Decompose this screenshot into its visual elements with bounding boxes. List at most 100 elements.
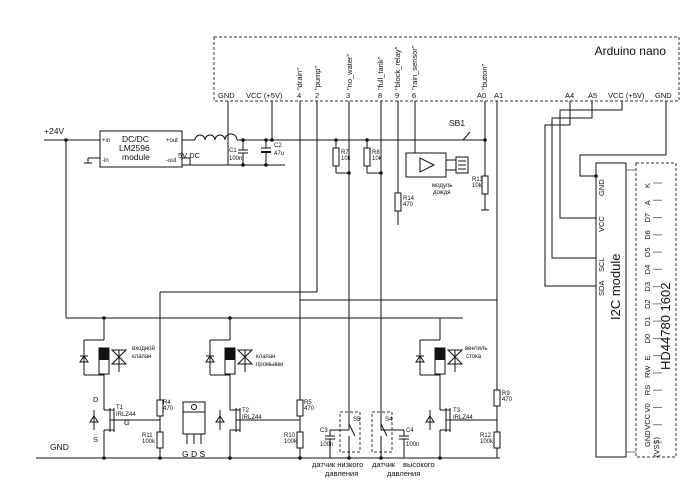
svg-text:47u: 47u <box>274 151 284 157</box>
transistor-t2: T2 IRLZ44 <box>215 395 300 458</box>
svg-text:IRLZ44: IRLZ44 <box>242 415 262 421</box>
pin-a1: A1 <box>494 91 503 100</box>
resistor-r8: R8 10k <box>363 147 383 167</box>
svg-text:100n: 100n <box>406 442 419 448</box>
svg-text:G D S: G D S <box>182 449 205 459</box>
lcd-pin-d6: D6 <box>643 230 652 240</box>
junction-dots <box>64 138 598 460</box>
label-no-water: "no_water" <box>345 53 354 90</box>
svg-text:5V DC: 5V DC <box>178 151 201 160</box>
svg-text:R5: R5 <box>304 400 312 406</box>
svg-text:SDA: SDA <box>597 281 606 296</box>
svg-text:module: module <box>122 152 150 162</box>
transistor-t1: D G S T1 IRLZ44 <box>89 395 160 458</box>
svg-text:T2: T2 <box>242 408 250 414</box>
pin-2: 2 <box>315 91 319 100</box>
svg-text:10k: 10k <box>341 156 352 162</box>
lcd-pin-d4: D4 <box>643 265 652 275</box>
svg-text:клапан: клапан <box>256 354 275 360</box>
svg-text:R9: R9 <box>502 391 510 397</box>
pin-9: 9 <box>395 91 399 100</box>
resistor-r11: R11 100k <box>142 433 156 445</box>
lcd-pin-d7: D7 <box>643 213 652 223</box>
svg-text:давления: давления <box>325 469 358 478</box>
svg-text:R7: R7 <box>341 150 349 156</box>
arduino-vcc-pin: VCC (+5V) <box>246 91 283 100</box>
lcd-pin-d2: D2 <box>643 299 652 309</box>
svg-text:датчик: датчик <box>372 460 396 469</box>
lcd-pin-d1: D1 <box>643 317 652 327</box>
i2c-module: I2C module GND VCC SCL SDA <box>595 162 627 458</box>
capacitor-c2: C2 47u <box>261 140 284 165</box>
svg-text:C2: C2 <box>274 143 282 149</box>
svg-text:100k: 100k <box>142 439 156 445</box>
svg-text:470: 470 <box>502 397 513 403</box>
label-drain: "drain" <box>295 68 304 90</box>
ground-label: GND <box>50 442 69 452</box>
button-sb1: SB1 <box>449 118 485 141</box>
lcd-pin-k: K <box>643 183 652 188</box>
lcd-display: HD44780 1602 <box>626 162 677 458</box>
arduino-nano: Arduino nano GND VCC (+5V) 4 2 3 8 9 6 A… <box>213 36 680 102</box>
pin-a5: A5 <box>588 91 597 100</box>
supply-label: +24V <box>44 126 64 136</box>
svg-text:G: G <box>124 418 130 427</box>
pin-6: 6 <box>412 91 416 100</box>
lcd-pin-gnd: GND <box>643 430 652 447</box>
rain-module: модуль дождя <box>405 152 469 196</box>
resistor-r12: R12 100k <box>480 433 494 445</box>
svg-text:100k: 100k <box>480 439 494 445</box>
svg-text:470: 470 <box>403 202 414 208</box>
pin-a4: A4 <box>565 91 574 100</box>
svg-text:HD44780 1602: HD44780 1602 <box>658 283 673 370</box>
svg-text:IRLZ44: IRLZ44 <box>116 412 136 418</box>
label-button: "button" <box>480 63 489 90</box>
lcd-pin-e: E <box>643 356 652 361</box>
label-full-tank: "full_tank" <box>376 56 385 90</box>
svg-text:-in: -in <box>102 158 109 164</box>
svg-text:LM2596: LM2596 <box>119 143 150 153</box>
pin-4: 4 <box>297 91 301 100</box>
svg-text:C4: C4 <box>406 428 414 434</box>
power-rails: +24V GND <box>36 101 500 459</box>
svg-text:входной: входной <box>132 345 155 352</box>
flush-valve: клапан промывки <box>205 318 284 395</box>
lcd-pin-a: A <box>643 200 652 205</box>
svg-text:R8: R8 <box>372 150 380 156</box>
svg-text:T3: T3 <box>453 408 461 414</box>
resistor-r13: R13 10k <box>472 175 489 195</box>
mosfet-package: G D S <box>182 401 206 459</box>
svg-text:клапан: клапан <box>132 354 151 360</box>
label-block-relay: "block_relay" <box>393 46 402 90</box>
lcd-pin-vcc: VCC <box>643 413 652 429</box>
lcd-pin-rw: RW <box>643 365 652 378</box>
svg-text:SB1: SB1 <box>449 118 465 128</box>
svg-text:стока: стока <box>466 354 482 360</box>
svg-text:100n: 100n <box>229 156 242 162</box>
pin-8: 8 <box>378 91 382 100</box>
svg-text:дождя: дождя <box>433 190 451 196</box>
svg-text:470: 470 <box>304 406 315 412</box>
resistor-r4: R4 470 <box>156 399 174 458</box>
svg-text:GND: GND <box>597 179 606 196</box>
arduino-gnd-pin: GND <box>218 91 235 100</box>
svg-text:-out: -out <box>166 158 177 164</box>
pin-vcc-right: VCC (+5V) <box>608 91 645 100</box>
svg-text:промывки: промывки <box>256 362 284 368</box>
resistor-r5: R5 470 <box>296 399 315 458</box>
lcd-pin-v0: V0 <box>643 403 652 412</box>
svg-text:100k: 100k <box>284 439 298 445</box>
signal-lines <box>159 101 667 430</box>
svg-text:+out: +out <box>166 138 178 144</box>
pin-gnd-right: GND <box>655 91 672 100</box>
svg-text:модуль: модуль <box>432 183 452 189</box>
resistor-r7: R7 10k <box>332 147 352 167</box>
lcd-pin-d3: D3 <box>643 282 652 292</box>
svg-text:SCL: SCL <box>597 257 606 272</box>
pin-a0: A0 <box>477 91 486 100</box>
svg-text:R14: R14 <box>403 196 415 202</box>
drain-valve: вентиль стока <box>415 318 488 395</box>
label-pump: "pump" <box>313 66 322 90</box>
low-pressure-sensor: S5 C3 100n датчик низкого давления <box>312 411 363 478</box>
